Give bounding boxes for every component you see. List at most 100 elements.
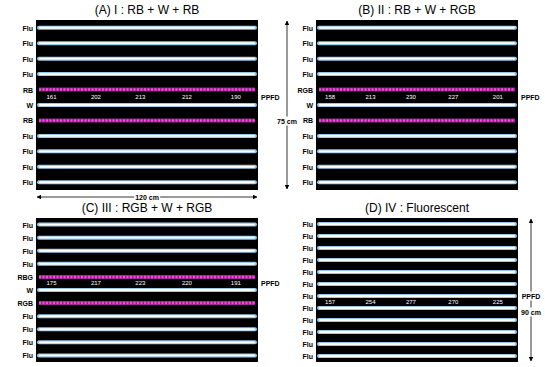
led-tube	[319, 119, 515, 122]
led-tube-glow	[39, 301, 255, 305]
fluorescent-tube	[320, 27, 514, 29]
fluorescent-tube-glow	[319, 306, 515, 310]
lamp-label: Flu	[23, 326, 34, 333]
ppfd-value: 201	[493, 94, 503, 100]
lamp-label: Flu	[23, 40, 34, 47]
lamp-label: Flu	[23, 55, 34, 62]
fluorescent-tube	[320, 104, 514, 106]
fluorescent-tube	[40, 341, 254, 343]
lamp-label: Flu	[23, 148, 34, 155]
fluorescent-tube	[40, 166, 254, 168]
fluorescent-tube	[320, 283, 514, 285]
ppfd-value: 254	[366, 299, 376, 305]
fluorescent-tube-glow	[319, 149, 515, 153]
lamp-label: RB	[23, 86, 33, 93]
ppfd-value: 270	[448, 299, 458, 305]
lamp-label: Flu	[303, 257, 314, 264]
fluorescent-tube	[320, 247, 514, 249]
height-dimension	[531, 219, 532, 361]
growth-chamber	[316, 20, 518, 190]
ppfd-value: 230	[406, 94, 416, 100]
dimension-label: 120 cm	[134, 193, 160, 202]
fluorescent-tube	[320, 259, 514, 261]
fluorescent-tube-glow	[319, 72, 515, 76]
led-tube-glow	[39, 118, 255, 122]
lamp-label: Flu	[303, 233, 314, 240]
lamp-label: Flu	[23, 221, 34, 228]
lamp-label: Flu	[303, 269, 314, 276]
lamp-label: Flu	[23, 260, 34, 267]
lamp-label: Flu	[23, 179, 34, 186]
lamp-label: Flu	[303, 71, 314, 78]
fluorescent-tube-glow	[39, 340, 255, 344]
fluorescent-tube-glow	[319, 330, 515, 334]
fluorescent-tube-glow	[319, 57, 515, 61]
ppfd-label: PPFD	[261, 280, 280, 287]
panel-title: (C) III : RGB + W + RGB	[36, 201, 258, 215]
lamp-label: Flu	[303, 221, 314, 228]
fluorescent-tube-glow	[39, 353, 255, 357]
lamp-label: Flu	[303, 341, 314, 348]
dimension-label: 75 cm	[276, 117, 298, 126]
fluorescent-tube-glow	[319, 180, 515, 184]
fluorescent-tube-glow	[319, 342, 515, 346]
lamp-label: Flu	[23, 24, 34, 31]
lamp-label: Flu	[23, 71, 34, 78]
fluorescent-tube	[320, 150, 514, 152]
panel-title: (B) II : RB + W + RGB	[316, 3, 518, 17]
ppfd-value: 158	[325, 94, 335, 100]
lamp-label: Flu	[23, 163, 34, 170]
fluorescent-tube	[320, 42, 514, 44]
lamp-label: Flu	[303, 245, 314, 252]
fluorescent-tube-glow	[39, 223, 255, 227]
fluorescent-tube-glow	[39, 180, 255, 184]
fluorescent-tube	[320, 135, 514, 137]
fluorescent-tube-glow	[39, 134, 255, 138]
panel: (A) I : RB + W + RB	[36, 3, 258, 190]
lamp-label: Flu	[23, 132, 34, 139]
lamp-label: Flu	[303, 148, 314, 155]
fluorescent-tube	[40, 150, 254, 152]
panel: (C) III : RGB + W + RGB	[36, 201, 258, 362]
fluorescent-tube-glow	[39, 314, 255, 318]
ppfd-value: 227	[448, 94, 458, 100]
fluorescent-tube	[320, 166, 514, 168]
lamp-label: Flu	[23, 247, 34, 254]
fluorescent-tube	[40, 289, 254, 291]
led-tube-glow	[39, 275, 255, 279]
fluorescent-tube	[320, 235, 514, 237]
fluorescent-tube-glow	[39, 26, 255, 30]
led-tube-glow	[319, 88, 515, 92]
ppfd-label: PPFD	[521, 292, 542, 301]
lamp-label: Flu	[303, 163, 314, 170]
lamp-label: RB	[303, 117, 313, 124]
fluorescent-tube-glow	[39, 72, 255, 76]
fluorescent-tube	[40, 237, 254, 239]
fluorescent-tube-glow	[319, 258, 515, 262]
lamp-label: RGB	[297, 86, 313, 93]
fluorescent-tube-glow	[319, 354, 515, 358]
panel-title: (A) I : RB + W + RB	[36, 3, 258, 17]
fluorescent-tube	[320, 355, 514, 357]
fluorescent-tube-glow	[39, 149, 255, 153]
fluorescent-tube-glow	[39, 249, 255, 253]
dimension-label: 90 cm	[520, 308, 542, 317]
fluorescent-tube-glow	[319, 282, 515, 286]
fluorescent-tube-glow	[319, 234, 515, 238]
fluorescent-tube	[40, 355, 254, 357]
ppfd-value: 213	[135, 94, 145, 100]
ppfd-value: 175	[47, 280, 57, 286]
lamp-label: Flu	[303, 281, 314, 288]
ppfd-label: PPFD	[261, 94, 280, 101]
led-tube-glow	[319, 118, 515, 122]
ppfd-value: 212	[182, 94, 192, 100]
fluorescent-tube	[320, 271, 514, 273]
ppfd-label: PPFD	[521, 94, 540, 101]
fluorescent-tube	[320, 331, 514, 333]
lamp-label: Flu	[303, 179, 314, 186]
lamp-label: Flu	[303, 40, 314, 47]
growth-chamber	[36, 20, 258, 190]
led-tube	[39, 119, 255, 122]
